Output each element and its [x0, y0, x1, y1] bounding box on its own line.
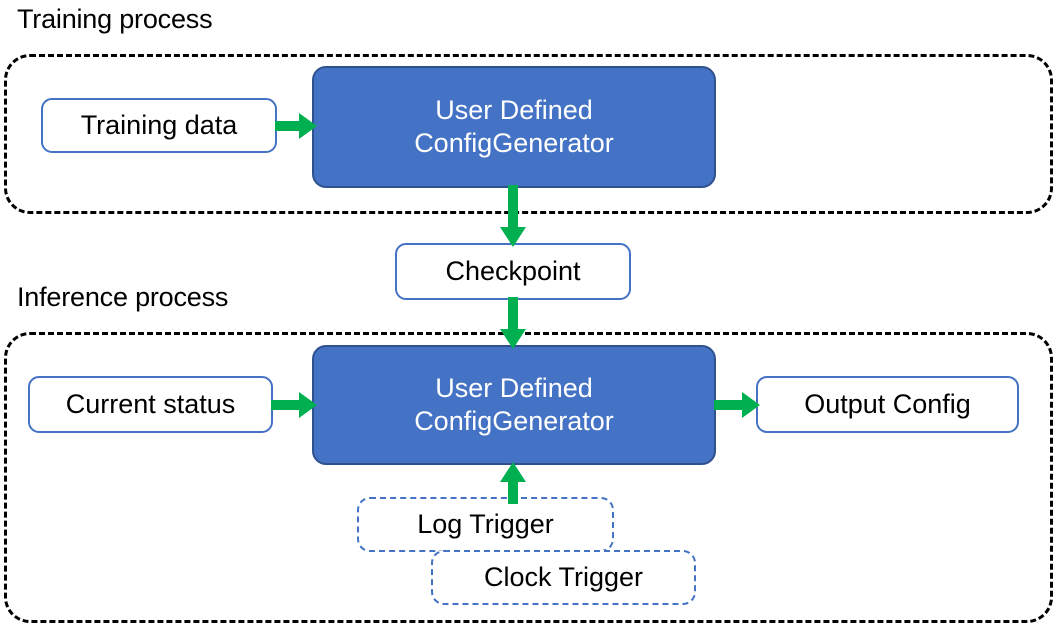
- node-log-trigger[interactable]: Log Trigger: [357, 497, 614, 552]
- node-output-config[interactable]: Output Config: [756, 376, 1019, 433]
- generator-training-line1: User Defined: [435, 95, 593, 126]
- node-training-data[interactable]: Training data: [41, 98, 277, 153]
- arrow-trigger-to-generator-icon: [498, 462, 528, 504]
- inference-process-label: Inference process: [17, 282, 229, 312]
- arrow-generator-to-output-config-icon: [714, 390, 760, 420]
- arrow-current-status-to-generator-icon: [271, 390, 317, 420]
- node-checkpoint[interactable]: Checkpoint: [395, 243, 631, 300]
- arrow-checkpoint-to-generator-icon: [498, 297, 528, 349]
- generator-training-line2: ConfigGenerator: [414, 128, 614, 158]
- training-process-group: [4, 54, 1053, 214]
- node-user-defined-configgenerator-training[interactable]: User Defined ConfigGenerator: [312, 66, 716, 188]
- training-process-label: Training process: [17, 4, 213, 34]
- node-current-status[interactable]: Current status: [28, 376, 273, 433]
- generator-inference-line1: User Defined: [435, 373, 593, 404]
- inference-process-group: [4, 332, 1053, 623]
- arrow-generator-to-checkpoint-icon: [498, 185, 528, 247]
- generator-inference-line2: ConfigGenerator: [414, 406, 614, 436]
- arrow-training-data-to-generator-icon: [275, 111, 317, 141]
- node-user-defined-configgenerator-inference[interactable]: User Defined ConfigGenerator: [312, 345, 716, 465]
- node-clock-trigger[interactable]: Clock Trigger: [431, 550, 696, 605]
